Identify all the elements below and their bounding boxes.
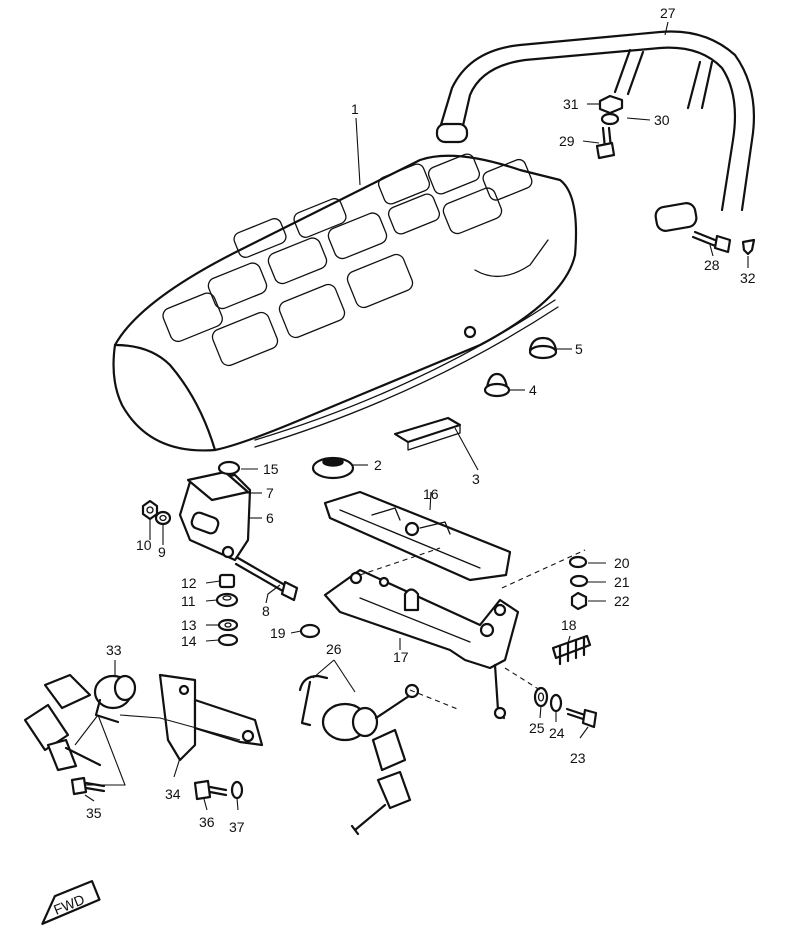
callout-17: 17 <box>393 649 409 665</box>
grommet-part-19 <box>299 623 321 639</box>
callout-3: 3 <box>472 471 480 487</box>
callout-2: 2 <box>374 457 382 473</box>
callout-14: 14 <box>181 633 197 649</box>
bolt-part-29 <box>595 126 616 160</box>
callout-numbers: 1 2 3 4 5 6 7 8 9 10 11 12 13 14 15 16 1… <box>86 5 756 835</box>
washer-part-21 <box>569 574 589 588</box>
callout-19: 19 <box>270 625 286 641</box>
washer-part-20 <box>568 555 588 569</box>
callout-6: 6 <box>266 510 274 526</box>
callout-7: 7 <box>266 485 274 501</box>
callout-26: 26 <box>326 641 342 657</box>
bolt-part-28 <box>691 230 732 254</box>
callout-31: 31 <box>563 96 579 112</box>
callout-21: 21 <box>614 574 630 590</box>
washer-part-37 <box>230 780 244 800</box>
collar-part-12 <box>218 573 236 589</box>
washer-part-13 <box>217 618 239 632</box>
cap-part-32 <box>741 238 756 256</box>
washer-part-25 <box>533 686 549 708</box>
seat-stopper-part-3 <box>393 416 462 451</box>
callout-8: 8 <box>262 603 270 619</box>
washer-part-9 <box>154 510 172 526</box>
washer-part-14 <box>217 633 239 647</box>
callout-34: 34 <box>165 786 181 802</box>
helmet-lock-part-33 <box>23 673 137 772</box>
callout-23: 23 <box>570 750 586 766</box>
helmet-lock-bracket-part-34 <box>158 673 264 762</box>
callout-35: 35 <box>86 805 102 821</box>
nut-part-22 <box>570 591 588 611</box>
nut-part-31 <box>598 94 624 115</box>
cushion-part-15 <box>217 460 241 476</box>
bolt-part-36 <box>193 779 228 801</box>
callout-29: 29 <box>559 133 575 149</box>
callout-22: 22 <box>614 593 630 609</box>
callout-28: 28 <box>704 257 720 273</box>
nut-part-10 <box>141 499 159 521</box>
callout-33: 33 <box>106 642 122 658</box>
seat-lock-bracket-part-17 <box>323 568 520 720</box>
callout-9: 9 <box>158 544 166 560</box>
washer-part-24 <box>549 693 563 713</box>
seat-lock-part-26 <box>298 674 420 836</box>
lock-plate-part-16 <box>323 490 512 582</box>
callout-13: 13 <box>181 617 197 633</box>
callout-10: 10 <box>136 537 152 553</box>
callout-20: 20 <box>614 555 630 571</box>
callout-24: 24 <box>549 725 565 741</box>
callout-15: 15 <box>263 461 279 477</box>
nut-part-11 <box>215 592 239 608</box>
seat-cushion-part-2 <box>311 456 355 480</box>
washer-part-30 <box>600 112 620 126</box>
bolt-part-35 <box>70 776 106 796</box>
callout-27: 27 <box>660 5 676 21</box>
callout-5: 5 <box>575 341 583 357</box>
hinge-plate-part-7 <box>186 470 250 502</box>
leader-lines <box>74 21 749 811</box>
callout-36: 36 <box>199 814 215 830</box>
callout-11: 11 <box>181 593 196 609</box>
hinge-bolt-part-8 <box>234 556 299 602</box>
callout-30: 30 <box>654 112 670 128</box>
screw-part-23 <box>565 707 598 729</box>
callout-32: 32 <box>740 270 756 286</box>
callout-18: 18 <box>561 617 577 633</box>
seat-cushion-part-4 <box>483 372 511 398</box>
spring-plate-part-18 <box>551 634 592 666</box>
grab-rail-part-27 <box>435 30 755 232</box>
callout-1: 1 <box>351 101 359 117</box>
callout-37: 37 <box>229 819 245 835</box>
fwd-arrow-icon: FWD <box>41 880 101 925</box>
callout-16: 16 <box>423 486 439 502</box>
callout-4: 4 <box>529 382 537 398</box>
callout-25: 25 <box>529 720 545 736</box>
seat-cushion-part-5 <box>528 336 558 360</box>
seat-part-1 <box>112 153 578 452</box>
callout-12: 12 <box>181 575 197 591</box>
